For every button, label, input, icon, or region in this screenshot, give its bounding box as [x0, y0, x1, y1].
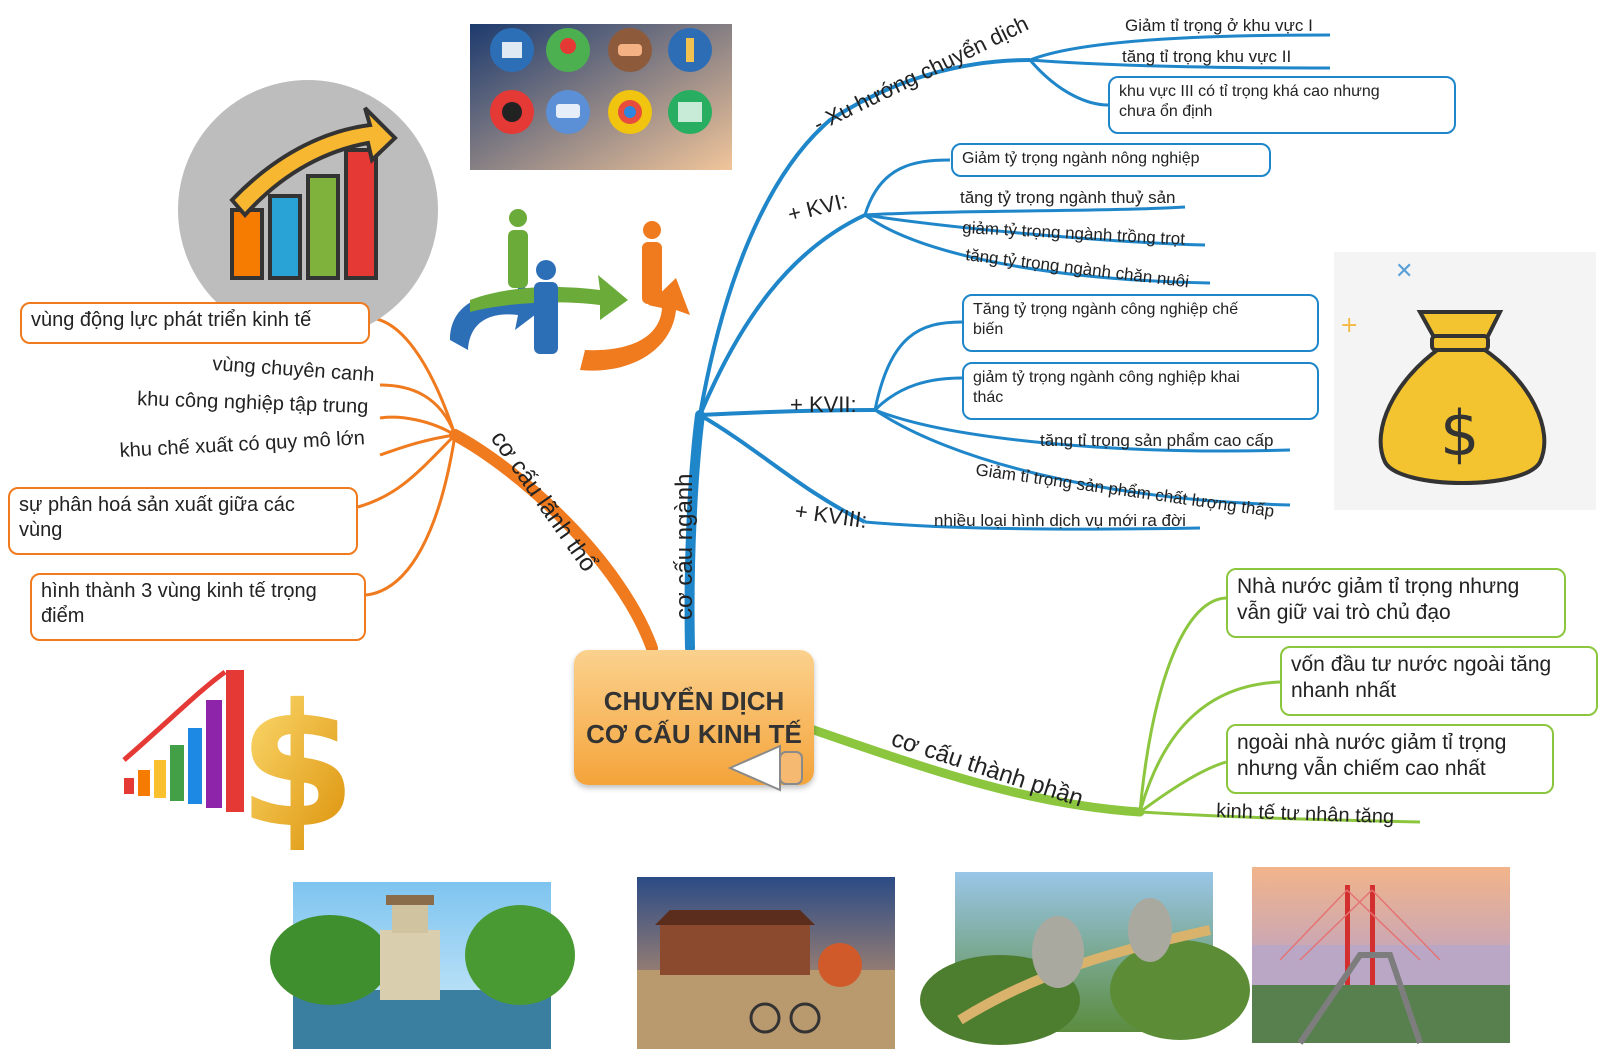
lanh-tho-box-1: vùng động lực phát triển kinh tế — [20, 302, 370, 344]
dollar-chart-icon: $ — [122, 668, 356, 866]
cable-bridge-photo — [1252, 867, 1510, 1045]
branch-nganh-line — [684, 410, 705, 653]
xu-huong-box-line-2: chưa ổn định — [1119, 103, 1213, 120]
kvii-box-2: giảm tỷ trọng ngành công nghiệp khai thá… — [962, 362, 1319, 420]
lanh-tho-box-3-line-2: điểm — [41, 605, 85, 627]
thanh-phan-box-3: ngoài nhà nước giảm tỉ trọng nhưng vẫn c… — [1226, 724, 1554, 794]
orange-connectors — [357, 316, 457, 597]
kvii-box-1: Tăng tỷ trọng ngành công nghiệp chế biến — [962, 294, 1319, 352]
xu-huong-item-2: tăng tỉ trọng khu vực II — [1122, 47, 1291, 66]
megaphone-icon — [727, 744, 803, 792]
thanh-phan-box-1-line-2: vẫn giữ vai trò chủ đạo — [1237, 601, 1451, 625]
lanh-tho-box-2-line-2: vùng — [19, 519, 63, 541]
thanh-phan-box-1-line-1: Nhà nước giảm tỉ trọng nhưng — [1237, 575, 1520, 598]
thanh-phan-box-2-line-1: vốn đầu tư nước ngoài tăng — [1291, 653, 1552, 676]
branch-lanh-tho-label: cơ cấu lãnh thổ — [485, 426, 602, 577]
thanh-phan-box-2: vốn đầu tư nước ngoài tăng nhanh nhất — [1280, 646, 1598, 716]
kvi-item-1: tăng tỷ trọng ngành thuỷ sản — [960, 188, 1176, 207]
kvi-box-text: Giảm tỷ trọng ngành nông nghiệp — [962, 150, 1200, 167]
golden-bridge-photo — [920, 872, 1250, 1045]
kvi-item-2: giảm tỷ trọng ngành trồng trọt — [962, 218, 1186, 249]
lanh-tho-box-3: hình thành 3 vùng kinh tế trọng điểm — [30, 573, 366, 641]
xu-huong-box: khu vực III có tỉ trọng khá cao nhưng ch… — [1108, 76, 1456, 134]
kvi-box: Giảm tỷ trọng ngành nông nghiệp — [951, 143, 1271, 177]
lanh-tho-item-1: vùng chuyên canh — [212, 353, 375, 386]
lanh-tho-box-3-line-1: hình thành 3 vùng kinh tế trọng — [41, 580, 317, 602]
thanh-phan-box-3-line-2: nhưng vẫn chiếm cao nhất — [1237, 757, 1486, 781]
kvii-box-1-line-1: Tăng tỷ trọng ngành công nghiệp chế — [973, 301, 1239, 318]
branch-lanh-tho-line — [449, 429, 658, 654]
kviii-label: + KVIII: — [793, 498, 869, 533]
kvii-box-2-line-2: thác — [973, 389, 1004, 406]
kvii-box-2-line-1: giảm tỷ trọng ngành công nghiệp khai — [973, 369, 1240, 386]
xu-huong-label: - Xu hướng chuyển dịch — [809, 11, 1032, 137]
lake-tower-photo — [270, 882, 575, 1049]
lanh-tho-item-2: khu công nghiệp tập trung — [137, 388, 369, 418]
blue-connectors — [698, 33, 1331, 531]
people-cycle-icon — [450, 209, 690, 371]
lanh-tho-box-1-text: vùng động lực phát triển kinh tế — [31, 309, 312, 331]
xu-huong-item-1: Giảm tỉ trọng ở khu vực I — [1125, 16, 1313, 35]
money-bag-icon: $ ✕ + — [1334, 252, 1596, 510]
kvi-label: + KVI: — [785, 188, 850, 227]
svg-text:$: $ — [238, 668, 356, 866]
svg-text:✕: ✕ — [1395, 259, 1413, 284]
branch-thanh-phan-line — [809, 725, 1145, 817]
thanh-phan-item: kinh tế tư nhân tăng — [1216, 800, 1395, 828]
kvii-label: + KVII: — [790, 392, 857, 417]
green-connectors — [1138, 596, 1421, 824]
thanh-phan-box-2-line-2: nhanh nhất — [1291, 679, 1397, 703]
xu-huong-box-line-1: khu vực III có tỉ trọng khá cao nhưng — [1119, 83, 1380, 100]
kvii-item-1: tăng tỉ trọng sản phẩm cao cấp — [1040, 431, 1273, 450]
central-topic-line-1: CHUYỂN DỊCH — [603, 686, 785, 716]
central-topic-line-2: CƠ CẤU KINH TẾ — [586, 718, 802, 749]
citadel-photo — [637, 877, 895, 1049]
kviii-item-1: nhiều loại hình dịch vụ mới ra đời — [934, 511, 1186, 530]
lanh-tho-box-2: sự phân hoá sản xuất giữa các vùng — [8, 487, 358, 555]
central-topic: CHUYỂN DỊCH CƠ CẤU KINH TẾ — [574, 650, 814, 785]
kvi-item-3: tăng tỷ trọng ngành chăn nuôi — [965, 245, 1191, 291]
lanh-tho-item-3: khu chế xuất có quy mô lớn — [119, 427, 365, 462]
thanh-phan-box-1: Nhà nước giảm tỉ trọng nhưng vẫn giữ vai… — [1226, 568, 1566, 638]
svg-text:+: + — [1340, 313, 1358, 338]
lanh-tho-box-2-line-1: sự phân hoá sản xuất giữa các — [19, 494, 295, 516]
branch-nganh-label: cơ cấu ngành — [671, 473, 698, 620]
growth-chart-icon — [178, 80, 438, 340]
svg-text:$: $ — [1440, 397, 1479, 470]
kvii-box-1-line-2: biến — [973, 321, 1004, 338]
app-icons — [470, 24, 732, 170]
thanh-phan-box-3-line-1: ngoài nhà nước giảm tỉ trọng — [1237, 731, 1507, 754]
